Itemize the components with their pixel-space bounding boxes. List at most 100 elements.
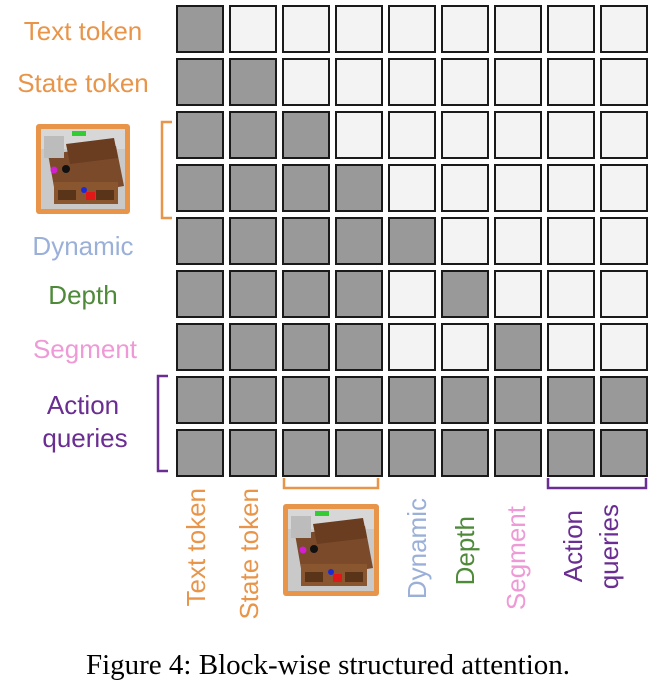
attended-cell-r7-c5 (441, 376, 489, 424)
masked-cell-r4-c7 (547, 217, 595, 265)
masked-cell-r0-c5 (441, 5, 489, 53)
row-label-state-token: State token (17, 68, 149, 98)
masked-cell-r2-c5 (441, 111, 489, 159)
attended-cell-r8-c1 (229, 429, 277, 477)
attended-cell-r3-c1 (229, 164, 277, 212)
row-label-depth: Depth (48, 280, 117, 310)
masked-cell-r1-c8 (600, 58, 648, 106)
masked-cell-r1-c2 (282, 58, 330, 106)
col-label-dynamic: Dynamic (402, 498, 432, 599)
attended-cell-r8-c5 (441, 429, 489, 477)
attended-cell-r0-c0 (176, 5, 224, 53)
masked-cell-r1-c5 (441, 58, 489, 106)
col-label-action-line1: Action (558, 510, 588, 582)
attended-cell-r1-c0 (176, 58, 224, 106)
masked-cell-r4-c6 (494, 217, 542, 265)
attended-cell-r7-c3 (335, 376, 383, 424)
col-action-bracket (546, 478, 648, 490)
masked-cell-r0-c4 (388, 5, 436, 53)
attended-cell-r2-c0 (176, 111, 224, 159)
col-label-text-token: Text token (181, 488, 211, 607)
masked-cell-r3-c4 (388, 164, 436, 212)
attended-cell-r8-c7 (547, 429, 595, 477)
attended-cell-r6-c0 (176, 323, 224, 371)
masked-cell-r1-c6 (494, 58, 542, 106)
attended-cell-r3-c2 (282, 164, 330, 212)
attended-cell-r4-c1 (229, 217, 277, 265)
masked-cell-r2-c7 (547, 111, 595, 159)
masked-cell-r0-c2 (282, 5, 330, 53)
masked-cell-r5-c6 (494, 270, 542, 318)
attended-cell-r8-c8 (600, 429, 648, 477)
attended-cell-r6-c2 (282, 323, 330, 371)
col-label-action-line2: queries (594, 504, 624, 589)
attended-cell-r7-c2 (282, 376, 330, 424)
masked-cell-r2-c3 (335, 111, 383, 159)
attended-cell-r8-c2 (282, 429, 330, 477)
row-label-text-token: Text token (24, 16, 143, 46)
attended-cell-r8-c4 (388, 429, 436, 477)
col-label-depth: Depth (450, 516, 480, 585)
attended-cell-r6-c3 (335, 323, 383, 371)
masked-cell-r3-c7 (547, 164, 595, 212)
attended-cell-r8-c3 (335, 429, 383, 477)
attended-cell-r6-c1 (229, 323, 277, 371)
masked-cell-r2-c8 (600, 111, 648, 159)
attended-cell-r7-c8 (600, 376, 648, 424)
masked-cell-r5-c4 (388, 270, 436, 318)
masked-cell-r5-c8 (600, 270, 648, 318)
attended-cell-r7-c6 (494, 376, 542, 424)
attended-cell-r5-c0 (176, 270, 224, 318)
row-image-bracket (160, 120, 172, 220)
attended-cell-r7-c4 (388, 376, 436, 424)
masked-cell-r0-c8 (600, 5, 648, 53)
masked-cell-r0-c6 (494, 5, 542, 53)
col-image-bracket (282, 478, 380, 490)
masked-cell-r6-c8 (600, 323, 648, 371)
figure-caption: Figure 4: Block-wise structured attentio… (86, 649, 570, 681)
attended-cell-r3-c3 (335, 164, 383, 212)
attended-cell-r5-c3 (335, 270, 383, 318)
attention-grid (176, 5, 648, 477)
masked-cell-r3-c6 (494, 164, 542, 212)
masked-cell-r3-c5 (441, 164, 489, 212)
masked-cell-r3-c8 (600, 164, 648, 212)
attended-cell-r5-c1 (229, 270, 277, 318)
attended-cell-r7-c7 (547, 376, 595, 424)
masked-cell-r2-c4 (388, 111, 436, 159)
row-action-bracket (156, 374, 168, 473)
attended-cell-r4-c3 (335, 217, 383, 265)
attended-cell-r4-c2 (282, 217, 330, 265)
masked-cell-r5-c7 (547, 270, 595, 318)
attended-cell-r2-c1 (229, 111, 277, 159)
col-label-segment: Segment (501, 505, 531, 610)
attended-cell-r5-c5 (441, 270, 489, 318)
attended-cell-r8-c0 (176, 429, 224, 477)
row-label-action-line2: queries (42, 423, 127, 453)
attended-cell-r7-c1 (229, 376, 277, 424)
masked-cell-r6-c7 (547, 323, 595, 371)
masked-cell-r0-c1 (229, 5, 277, 53)
masked-cell-r1-c7 (547, 58, 595, 106)
attended-cell-r7-c0 (176, 376, 224, 424)
row-image-thumbnail (36, 124, 130, 214)
masked-cell-r4-c5 (441, 217, 489, 265)
masked-cell-r1-c3 (335, 58, 383, 106)
attended-cell-r4-c4 (388, 217, 436, 265)
col-image-thumbnail (283, 504, 379, 596)
masked-cell-r4-c8 (600, 217, 648, 265)
attended-cell-r8-c6 (494, 429, 542, 477)
masked-cell-r2-c6 (494, 111, 542, 159)
attended-cell-r6-c6 (494, 323, 542, 371)
attended-cell-r5-c2 (282, 270, 330, 318)
row-label-segment: Segment (33, 334, 138, 364)
masked-cell-r0-c7 (547, 5, 595, 53)
masked-cell-r1-c4 (388, 58, 436, 106)
masked-cell-r6-c5 (441, 323, 489, 371)
masked-cell-r6-c4 (388, 323, 436, 371)
row-label-dynamic: Dynamic (32, 231, 133, 261)
row-label-action-line1: Action (47, 390, 119, 420)
masked-cell-r0-c3 (335, 5, 383, 53)
attended-cell-r3-c0 (176, 164, 224, 212)
